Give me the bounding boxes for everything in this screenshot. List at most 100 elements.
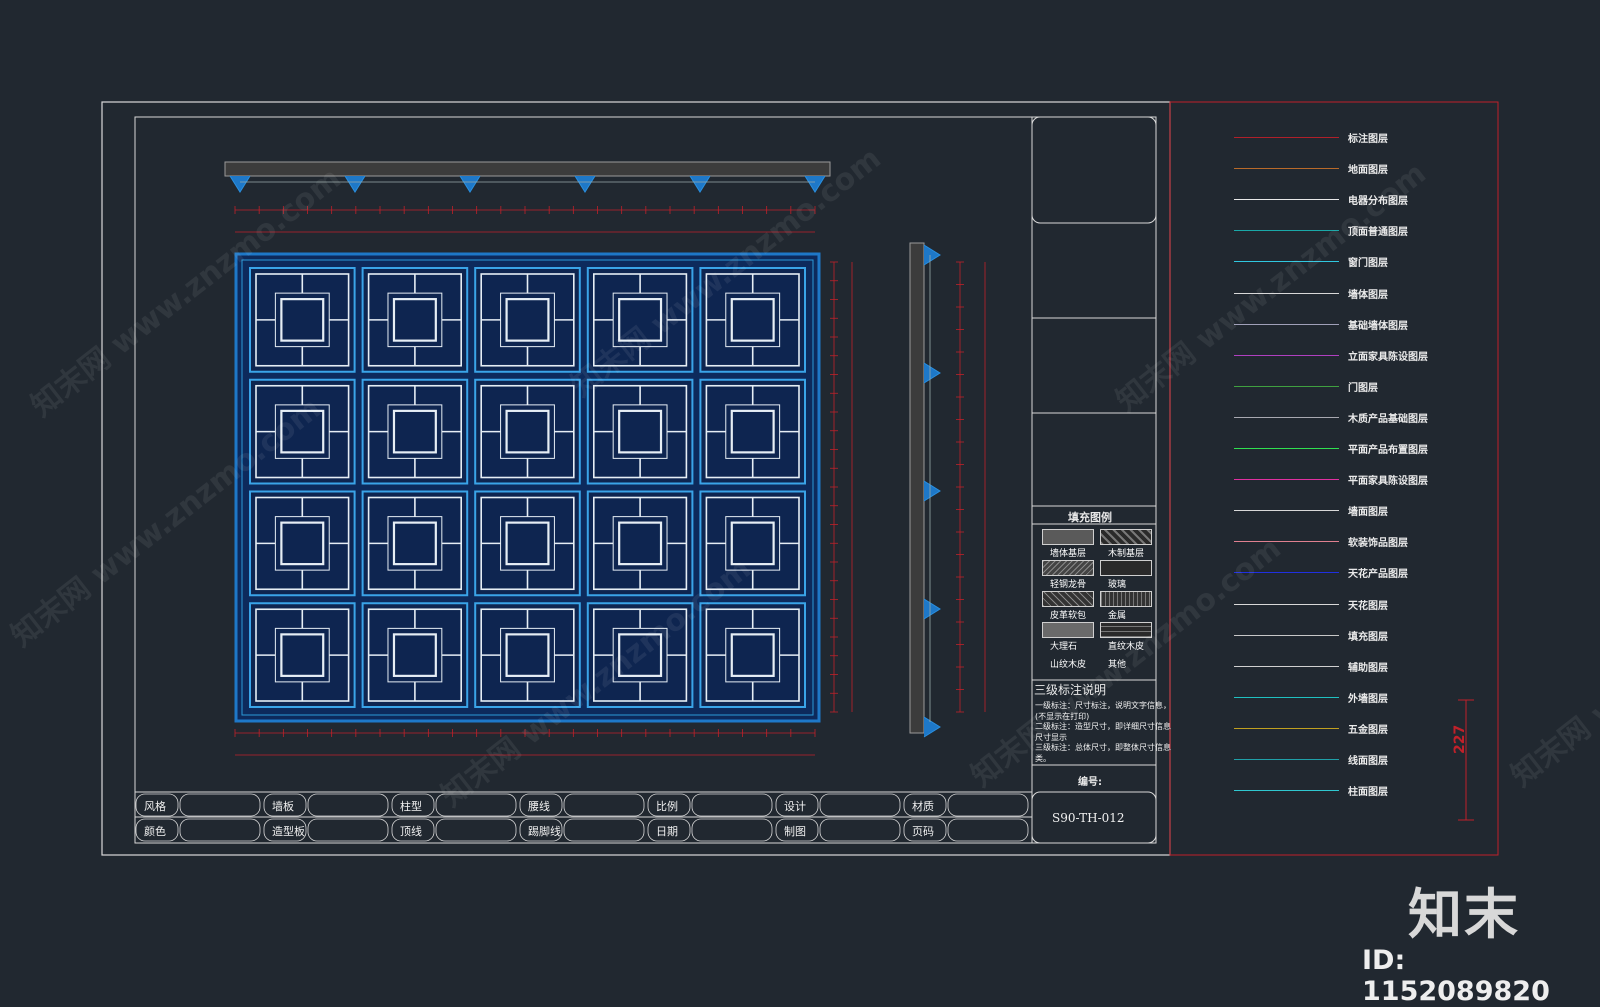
- layer-legend-swatch: [1234, 448, 1339, 449]
- note-line: 一级标注：尺寸标注，说明文字信息，: [1035, 701, 1171, 710]
- note-line: (不显示在打印): [1035, 711, 1090, 721]
- title-block-value-cell: [179, 818, 261, 842]
- lattice-center-square: [280, 521, 325, 566]
- sheet-inner-border: [134, 116, 1157, 844]
- fill-swatch: [1100, 622, 1152, 638]
- layer-legend-label: 辅助图层: [1348, 662, 1388, 674]
- top-section-bracket: [574, 175, 596, 193]
- title-block-label: 材质: [912, 800, 934, 813]
- layer-legend-label: 标注图层: [1348, 134, 1388, 145]
- title-block-label-cell: [263, 793, 307, 817]
- notes-title: 三级标注说明: [1034, 683, 1107, 697]
- side-section-slab: [909, 242, 925, 734]
- drawing-no-label: 编号:: [1078, 777, 1102, 788]
- lattice-center-square: [730, 409, 775, 454]
- layer-legend-label: 墙面图层: [1348, 507, 1388, 519]
- lattice-center-square: [618, 298, 663, 342]
- title-block-value-cell: [947, 818, 1029, 842]
- layer-legend-label: 墙体图层: [1348, 289, 1388, 301]
- layer-legend-swatch: [1234, 323, 1339, 325]
- title-block-label-cell: [391, 818, 435, 842]
- title-block-value-cell: [563, 793, 645, 817]
- title-block-label-cell: [519, 793, 563, 817]
- top-section-bracket: [689, 175, 711, 193]
- lattice-center-square: [618, 521, 663, 566]
- layer-legend-swatch: [1234, 261, 1339, 263]
- title-block-label-cell: [263, 818, 307, 842]
- fill-swatch: [1100, 591, 1152, 607]
- fill-swatch: [1042, 622, 1094, 638]
- side-section-bracket: [923, 716, 941, 738]
- title-block-value-cell: [947, 793, 1029, 817]
- title-block-label-cell: [775, 793, 819, 817]
- title-block-label-cell: [135, 818, 179, 842]
- title-block-label: 风格: [144, 800, 166, 813]
- title-block-label: 比例: [656, 800, 678, 813]
- lattice-center-square: [505, 521, 550, 566]
- legend-panel-border: [1169, 101, 1499, 856]
- layer-legend-label: 五金图层: [1348, 724, 1388, 736]
- brand-logo-text: 知末: [1408, 883, 1520, 946]
- fill-legend-label: 玻璃: [1108, 580, 1127, 590]
- side-section-bracket: [923, 598, 941, 620]
- top-section-bracket: [344, 175, 366, 193]
- lattice-center-square: [618, 633, 663, 677]
- info-box-top: [1031, 116, 1157, 224]
- layer-legend-swatch: [1234, 727, 1339, 729]
- layer-legend-swatch: [1234, 696, 1339, 698]
- top-section-bracket: [804, 175, 826, 193]
- fill-legend-label: 木制基层: [1108, 549, 1145, 559]
- fill-legend-label: 金属: [1108, 611, 1127, 621]
- fill-swatch: [1100, 560, 1152, 576]
- layer-legend-swatch: [1234, 479, 1339, 481]
- fill-swatch: [1100, 529, 1152, 545]
- lattice-center-square: [618, 409, 663, 454]
- side-section-bracket: [923, 480, 941, 502]
- layer-legend-swatch: [1234, 572, 1339, 574]
- title-block-value-cell: [435, 793, 517, 817]
- layer-legend-swatch: [1234, 634, 1339, 636]
- layer-legend-label: 软装饰品图层: [1348, 538, 1408, 550]
- note-line: 三级标注：总体尺寸，即整体尺寸信息: [1035, 743, 1171, 752]
- title-block-label-cell: [647, 818, 691, 842]
- lattice-center-square: [392, 633, 437, 677]
- top-section-bracket: [459, 175, 481, 193]
- title-block-label-cell: [903, 818, 947, 842]
- lattice-center-square: [505, 633, 550, 677]
- layer-legend-swatch: [1234, 510, 1339, 512]
- layer-legend-swatch: [1234, 665, 1339, 667]
- drawing-no-value: S90-TH-012: [1052, 811, 1125, 825]
- layer-legend-label: 地面图层: [1348, 165, 1388, 177]
- lattice-center-square: [280, 409, 325, 454]
- layer-legend-swatch: [1234, 385, 1339, 387]
- title-block-label: 柱型: [400, 800, 422, 813]
- lattice-center-square: [280, 298, 325, 342]
- top-section-bracket: [229, 175, 251, 193]
- layer-legend-swatch: [1234, 137, 1339, 138]
- fill-swatch: [1042, 529, 1094, 545]
- layer-legend-label: 外墙图层: [1348, 693, 1388, 705]
- layer-legend-swatch: [1234, 416, 1339, 418]
- title-block-value-cell: [307, 818, 389, 842]
- layer-legend-label: 立面家具陈设图层: [1348, 351, 1428, 363]
- layer-legend-swatch: [1234, 603, 1339, 605]
- fill-swatch: [1042, 560, 1094, 576]
- layer-legend-label: 天花产品图层: [1348, 569, 1408, 581]
- side-dimension-label: 227: [1452, 724, 1468, 754]
- title-block-value-cell: [179, 793, 261, 817]
- layer-legend-label: 天花图层: [1348, 600, 1388, 612]
- title-block-value-cell: [691, 793, 773, 817]
- layer-legend-label: 基础墙体图层: [1348, 320, 1408, 332]
- fill-legend-label: 皮革软包: [1050, 611, 1087, 621]
- lattice-center-square: [280, 633, 325, 677]
- layer-legend-label: 平面产品布置图层: [1348, 445, 1428, 456]
- layer-legend-swatch: [1234, 168, 1339, 170]
- title-block-label-cell: [519, 818, 563, 842]
- title-block-value-cell: [819, 818, 901, 842]
- fill-legend-label: 墙体基层: [1050, 549, 1087, 559]
- fill-legend-label: 大理石: [1050, 642, 1078, 652]
- side-section-bracket: [923, 362, 941, 384]
- layer-legend-swatch: [1234, 759, 1339, 760]
- fill-legend-label: 其他: [1108, 660, 1127, 670]
